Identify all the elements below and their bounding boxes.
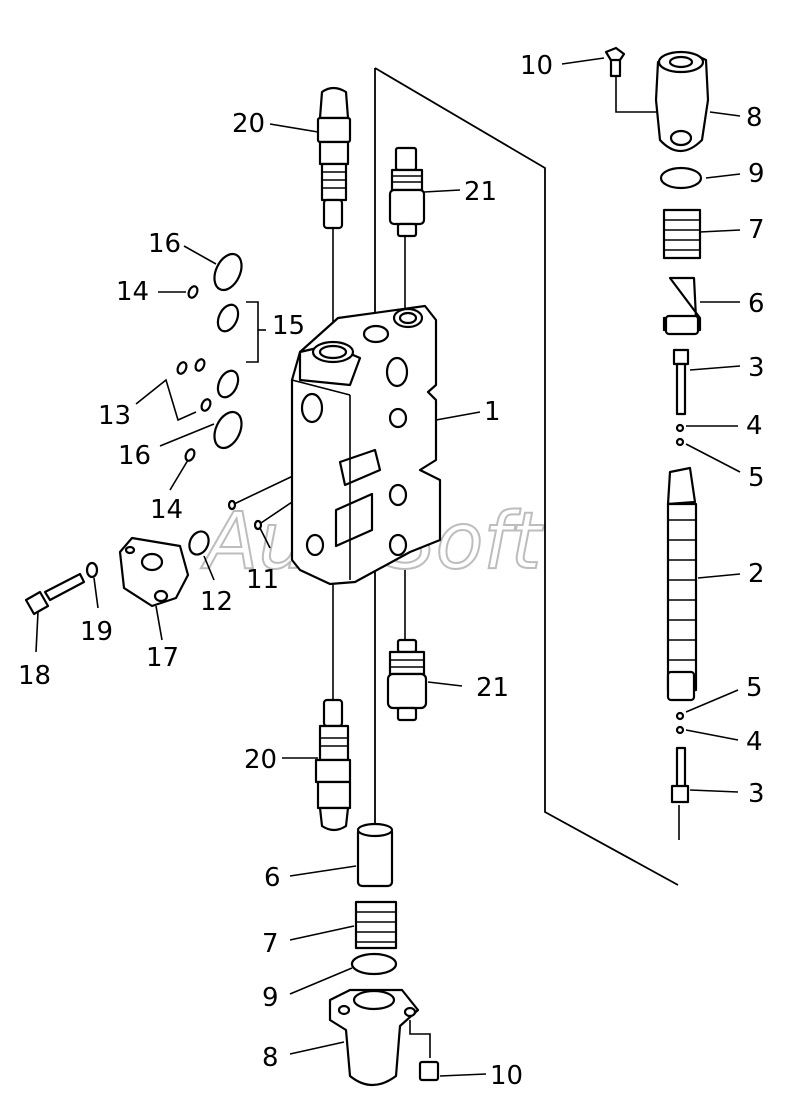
label-9-top: 9 — [748, 159, 765, 189]
label-18: 18 — [18, 661, 51, 691]
flange-block — [118, 536, 190, 608]
label-3-bot: 3 — [748, 779, 765, 809]
label-7-bot: 7 — [262, 929, 279, 959]
label-14-mid: 14 — [150, 495, 183, 525]
label-11: 11 — [246, 565, 279, 595]
label-21-top: 21 — [464, 177, 497, 207]
leader-lines — [35, 57, 741, 1077]
right-column-parts — [604, 46, 710, 804]
label-12: 12 — [200, 587, 233, 617]
relief-valve-bottom — [314, 698, 352, 832]
label-6-bot: 6 — [264, 863, 281, 893]
label-21-bot: 21 — [476, 673, 509, 703]
label-2: 2 — [748, 559, 765, 589]
label-16-top: 16 — [148, 229, 181, 259]
label-6-top: 6 — [748, 289, 765, 319]
label-4-bot: 4 — [746, 727, 763, 757]
label-14-top: 14 — [116, 277, 149, 307]
label-10-bot: 10 — [490, 1061, 523, 1091]
label-20-top: 20 — [232, 109, 265, 139]
label-8-bot: 8 — [262, 1043, 279, 1073]
label-7-top: 7 — [748, 215, 765, 245]
label-3-top: 3 — [748, 353, 765, 383]
label-15: 15 — [272, 311, 305, 341]
label-5-top: 5 — [748, 463, 765, 493]
bottom-stack-parts — [328, 822, 440, 1087]
callout-labels: 10 8 20 9 21 7 16 14 15 6 13 3 1 4 16 5 … — [18, 51, 765, 1091]
label-13: 13 — [98, 401, 131, 431]
o-rings-left — [176, 252, 263, 556]
label-17: 17 — [146, 643, 179, 673]
relief-valve-top — [316, 86, 352, 230]
washer-and-bolt — [24, 561, 99, 616]
label-4-top: 4 — [746, 411, 763, 441]
axis-lines — [231, 228, 680, 840]
assembly-outline — [374, 67, 679, 886]
label-8-top: 8 — [746, 103, 763, 133]
safety-valve-bottom — [386, 638, 428, 722]
label-9-bot: 9 — [262, 983, 279, 1013]
label-20-bot: 20 — [244, 745, 277, 775]
valve-body — [290, 304, 442, 586]
label-16-mid: 16 — [118, 441, 151, 471]
label-1: 1 — [484, 397, 501, 427]
safety-valve-top — [388, 146, 426, 238]
label-10-top: 10 — [520, 51, 553, 81]
label-19: 19 — [80, 617, 113, 647]
label-5-bot: 5 — [746, 673, 763, 703]
